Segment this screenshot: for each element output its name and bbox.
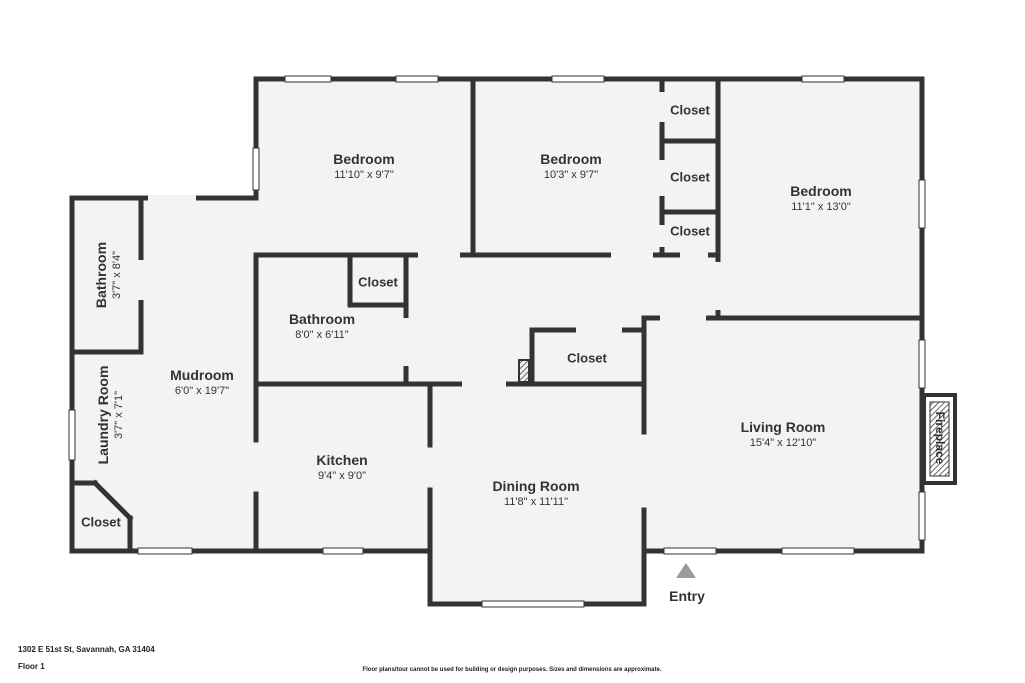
- entry-door: [663, 547, 717, 555]
- room-dims: 15'4" x 12'10": [749, 437, 817, 449]
- room-name: Living Room: [740, 419, 826, 435]
- room-bedroom-2: Bedroom 10'3" x 9'7": [540, 151, 601, 181]
- room-name: Bedroom: [790, 183, 852, 199]
- room-dims: 11'1" x 13'0": [791, 201, 851, 213]
- room-bedroom-1: Bedroom 11'10" x 9'7": [333, 151, 394, 181]
- room-name: Kitchen: [316, 452, 368, 468]
- room-dining: Dining Room 11'8" x 11'11": [492, 478, 579, 508]
- closet-top-1: Closet: [670, 102, 710, 118]
- room-name: Bathroom: [288, 311, 356, 327]
- closet-top-3: Closet: [670, 223, 710, 239]
- room-dims: 10'3" x 9'7": [543, 169, 599, 181]
- column: [518, 359, 530, 383]
- fireplace-label: Fireplace: [933, 411, 947, 465]
- closet-laundry: Closet: [81, 514, 121, 530]
- room-dims: 11'10" x 9'7": [334, 169, 394, 181]
- room-mudroom: Mudroom 6'0" x 19'7": [170, 367, 234, 397]
- room-living: Living Room 15'4" x 12'10": [741, 419, 826, 449]
- room-name: Laundry Room: [95, 365, 111, 465]
- address-text: 1302 E 51st St, Savannah, GA 31404: [18, 645, 155, 654]
- closet-bath: Closet: [358, 274, 398, 290]
- room-name: Bathroom: [93, 241, 109, 309]
- disclaimer-text: Floor plans/tour cannot be used for buil…: [362, 667, 662, 673]
- doorways: [138, 92, 721, 387]
- room-dims: 8'0" x 6'11": [295, 329, 349, 341]
- floor-area: [72, 79, 922, 605]
- closet-center: Closet: [567, 350, 607, 366]
- fireplace-hatch: [929, 401, 950, 477]
- room-laundry: Laundry Room 3'7" x 7'1": [95, 366, 125, 465]
- room-name: Mudroom: [170, 367, 234, 383]
- room-dims: 6'0" x 19'7": [174, 385, 230, 397]
- entry-arrow-icon: [676, 563, 696, 578]
- room-bathroom-left: Bathroom 3'7" x 8'4": [93, 242, 123, 308]
- room-bathroom-mid: Bathroom 8'0" x 6'11": [289, 311, 355, 341]
- room-kitchen: Kitchen 9'4" x 9'0": [316, 452, 367, 482]
- closet-top-2: Closet: [670, 169, 710, 185]
- room-bedroom-3: Bedroom 11'1" x 13'0": [790, 183, 851, 213]
- room-dims: 3'7" x 8'4": [111, 250, 123, 300]
- room-name: Bedroom: [540, 151, 602, 167]
- room-dims: 11'8" x 11'11": [503, 496, 568, 508]
- room-name: Bedroom: [333, 151, 395, 167]
- room-dims: 3'7" x 7'1": [113, 390, 125, 440]
- room-dims: 9'4" x 9'0": [317, 470, 367, 482]
- room-name: Dining Room: [492, 478, 580, 494]
- floor-label: Floor 1: [18, 662, 45, 671]
- windows: [68, 75, 926, 608]
- entry-label: Entry: [669, 588, 705, 604]
